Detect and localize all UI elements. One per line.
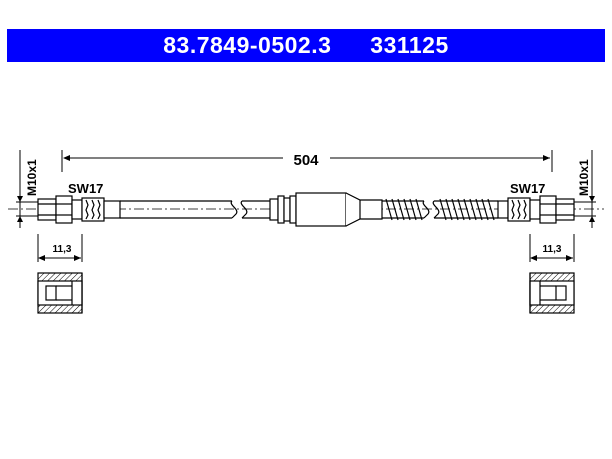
left-thread-label: M10x1: [25, 159, 39, 196]
overall-length-dimension: 504: [61, 150, 553, 172]
left-hose-section: [120, 200, 270, 219]
right-length-dimension: 11,3: [529, 234, 575, 262]
reference-number: 331125: [370, 32, 449, 58]
left-length-dimension: 11,3: [37, 234, 83, 262]
right-wrench-size-label: SW17: [510, 181, 545, 196]
center-sleeve: [269, 192, 383, 227]
right-thread-label: M10x1: [577, 159, 591, 196]
left-thread-dimension: M10x1: [16, 150, 40, 228]
right-length-label: 11,3: [543, 244, 562, 255]
left-end-fitting: [37, 195, 121, 224]
part-number: 83.7849-0502.3: [163, 32, 332, 58]
overall-length-label: 504: [293, 152, 319, 169]
spring-guard: [382, 198, 498, 221]
left-wrench-size-label: SW17: [68, 181, 103, 196]
left-section-view: [37, 272, 83, 314]
right-section-view: [529, 272, 575, 314]
right-thread-dimension: M10x1: [572, 150, 596, 228]
header-title: 83.7849-0502.3 331125: [147, 32, 465, 59]
right-end-fitting: [497, 195, 575, 224]
left-length-label: 11,3: [53, 244, 72, 255]
header-bar: 83.7849-0502.3 331125: [7, 29, 605, 62]
